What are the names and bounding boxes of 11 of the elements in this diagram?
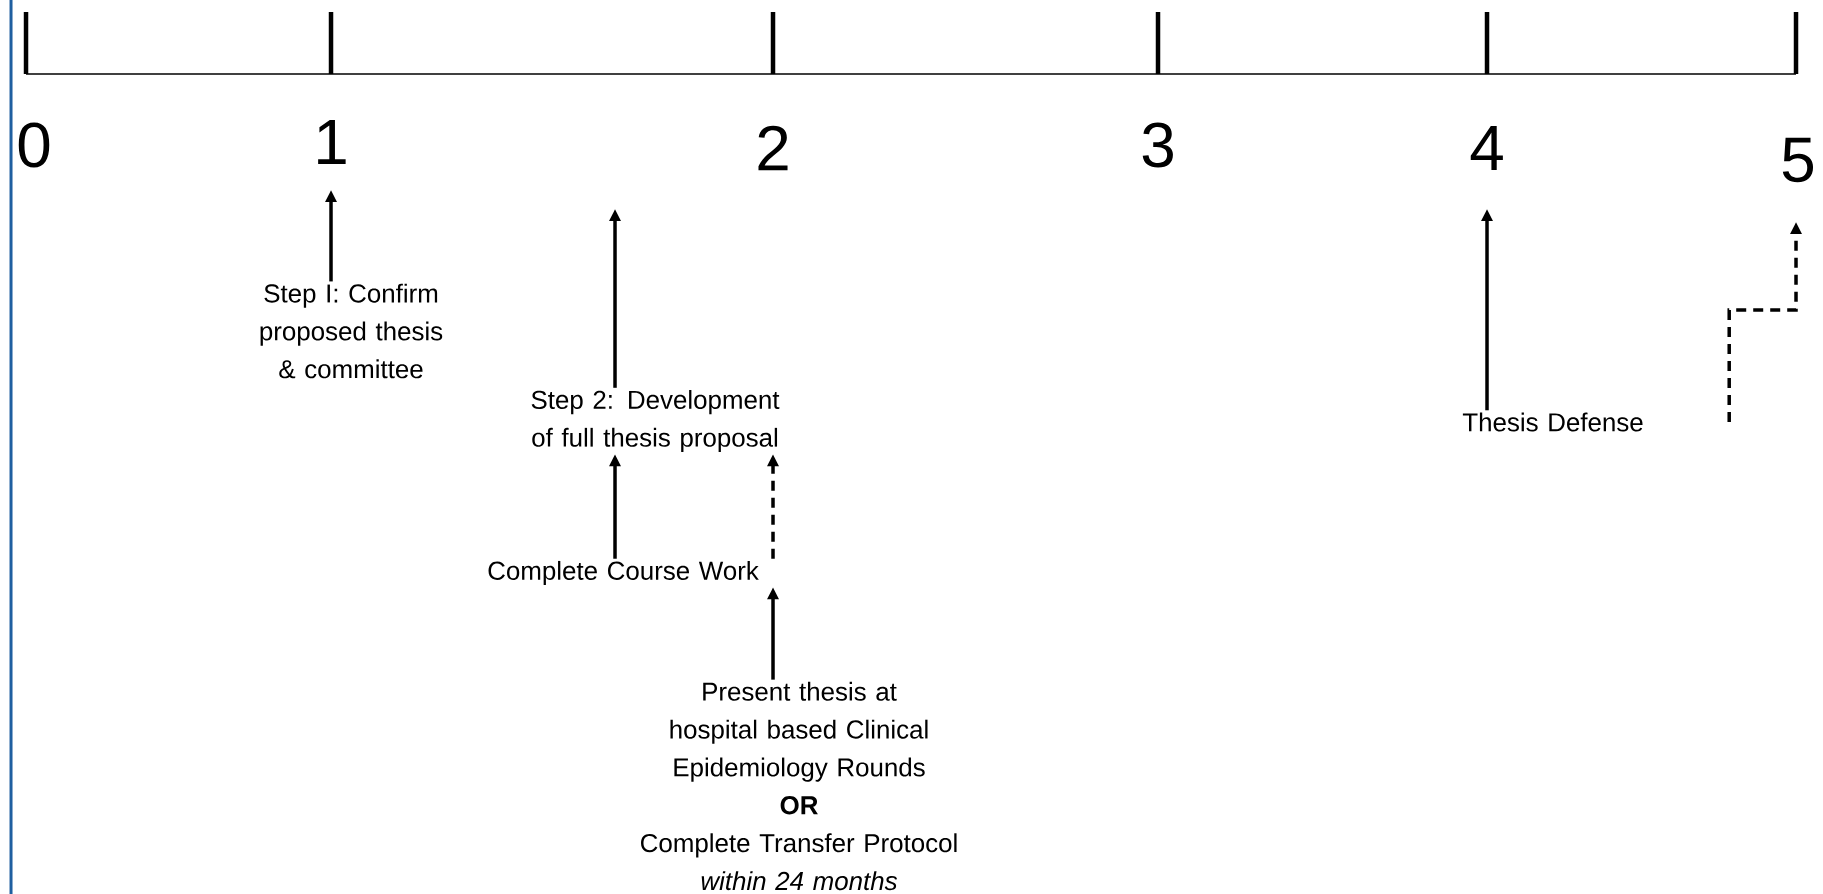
step-text: Present thesis at hospital based Clinical Epidemiology Rounds OR Complete Transfer Protocol within 24 months [641,681,957,891]
tick-label: 2 [758,125,788,171]
tick-label: 1 [318,120,346,164]
tick-label: 5 [1782,137,1814,183]
step-text: Step 2: Development of full thesis proposal [531,390,780,452]
tick-label: 4 [1470,126,1503,170]
tick-label: 0 [18,122,50,168]
step-text: Thesis Defense [1462,412,1643,432]
tick-label: 3 [1142,122,1173,168]
step-text: Complete Course Work [488,560,759,586]
step-text: Step I: Confirm proposed thesis & committee [260,283,443,379]
